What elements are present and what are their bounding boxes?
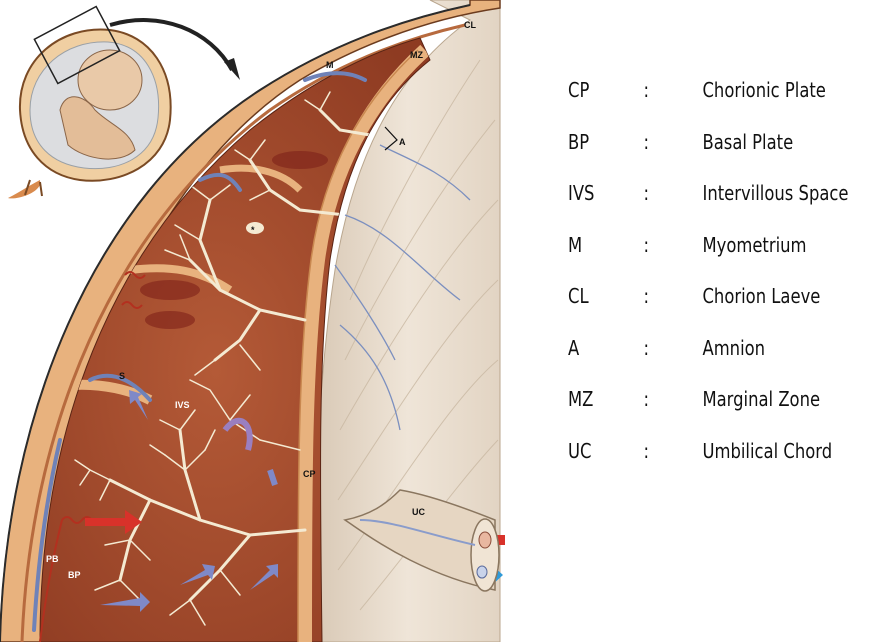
legend-description: Amnion — [702, 336, 765, 360]
legend-colon: : — [643, 130, 649, 154]
label-a: A — [399, 137, 406, 147]
legend-row: CP : Chorionic Plate — [568, 78, 814, 130]
placenta-illustration: CL MZ M A * S IVS CP UC PB BP — [0, 0, 505, 642]
legend-abbr: UC — [568, 439, 591, 463]
legend-abbr: CL — [568, 284, 589, 308]
abbreviation-legend: CP : Chorionic Plate BP : Basal Plate IV… — [568, 78, 814, 490]
legend-abbr: IVS — [568, 181, 594, 205]
legend-colon: : — [643, 336, 649, 360]
label-bp: BP — [68, 570, 81, 580]
legend-colon: : — [643, 181, 649, 205]
legend-abbr: M — [568, 233, 582, 257]
legend-description: Basal Plate — [702, 130, 793, 154]
label-cp: CP — [303, 469, 316, 479]
legend-description: Chorion Laeve — [702, 284, 820, 308]
legend-abbr: A — [568, 336, 579, 360]
legend-row: BP : Basal Plate — [568, 130, 814, 182]
legend-description: Umbilical Chord — [702, 439, 832, 463]
label-pb: PB — [46, 554, 59, 564]
legend-row: M : Myometrium — [568, 233, 814, 285]
legend-abbr: CP — [568, 78, 589, 102]
legend-row: A : Amnion — [568, 336, 814, 388]
legend-description: Marginal Zone — [702, 387, 820, 411]
legend-description: Myometrium — [702, 233, 806, 257]
label-mz: MZ — [410, 50, 423, 60]
label-uc: UC — [412, 507, 425, 517]
label-s: S — [119, 371, 125, 381]
legend-row: IVS : Intervillous Space — [568, 181, 814, 233]
legend-colon: : — [643, 439, 649, 463]
legend-row: MZ : Marginal Zone — [568, 387, 814, 439]
legend-colon: : — [643, 387, 649, 411]
svg-text:*: * — [251, 225, 255, 235]
legend-abbr: MZ — [568, 387, 593, 411]
legend-abbr: BP — [568, 130, 589, 154]
fetus-inset — [8, 30, 171, 199]
label-cl: CL — [464, 20, 476, 30]
legend-colon: : — [643, 78, 649, 102]
legend-row: UC : Umbilical Chord — [568, 439, 814, 491]
legend-colon: : — [643, 284, 649, 308]
label-m: M — [326, 60, 334, 70]
legend-description: Intervillous Space — [702, 181, 848, 205]
legend-description: Chorionic Plate — [702, 78, 825, 102]
legend-colon: : — [643, 233, 649, 257]
legend-row: CL : Chorion Laeve — [568, 284, 814, 336]
label-ivs: IVS — [175, 400, 190, 410]
